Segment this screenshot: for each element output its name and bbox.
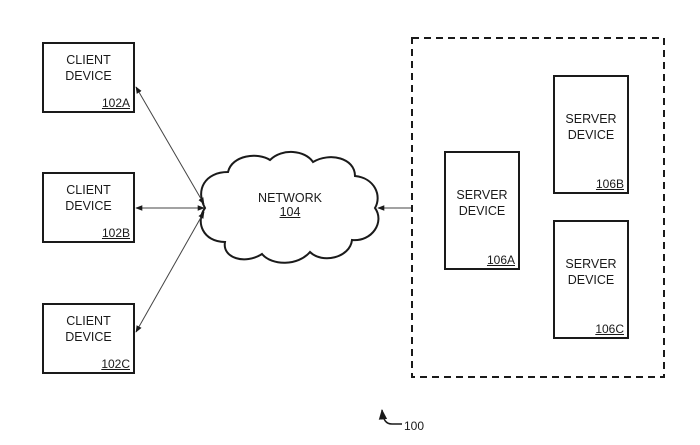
server-device-title: SERVER DEVICE — [565, 112, 617, 142]
client-device-ref: 102B — [101, 226, 130, 240]
server-device-106a: SERVER DEVICE 106A — [444, 151, 520, 270]
server-device-title: SERVER DEVICE — [565, 257, 617, 287]
network-ref: 104 — [279, 205, 301, 219]
client-device-102a: CLIENT DEVICE 102A — [42, 42, 135, 113]
server-device-106b: SERVER DEVICE 106B — [553, 75, 629, 194]
connector-102a-network — [135, 86, 205, 205]
server-device-ref: 106A — [486, 253, 515, 267]
figure-ref-arrow — [378, 408, 402, 425]
client-device-102b: CLIENT DEVICE 102B — [42, 172, 135, 243]
server-group-boundary — [411, 37, 665, 378]
connector-102c-network — [135, 211, 205, 333]
client-device-ref: 102C — [101, 357, 130, 371]
client-device-title: CLIENT DEVICE — [65, 183, 112, 213]
server-device-ref: 106C — [595, 322, 624, 336]
network-cloud — [199, 151, 380, 264]
server-device-106c: SERVER DEVICE 106C — [553, 220, 629, 339]
client-device-ref: 102A — [101, 96, 130, 110]
network-label: NETWORK 104 — [250, 191, 330, 219]
server-device-ref: 106B — [595, 177, 624, 191]
client-device-title: CLIENT DEVICE — [65, 314, 112, 344]
figure-ref-label: 100 — [404, 419, 425, 433]
client-device-title: CLIENT DEVICE — [65, 53, 112, 83]
server-device-title: SERVER DEVICE — [456, 188, 508, 218]
client-device-102c: CLIENT DEVICE 102C — [42, 303, 135, 374]
